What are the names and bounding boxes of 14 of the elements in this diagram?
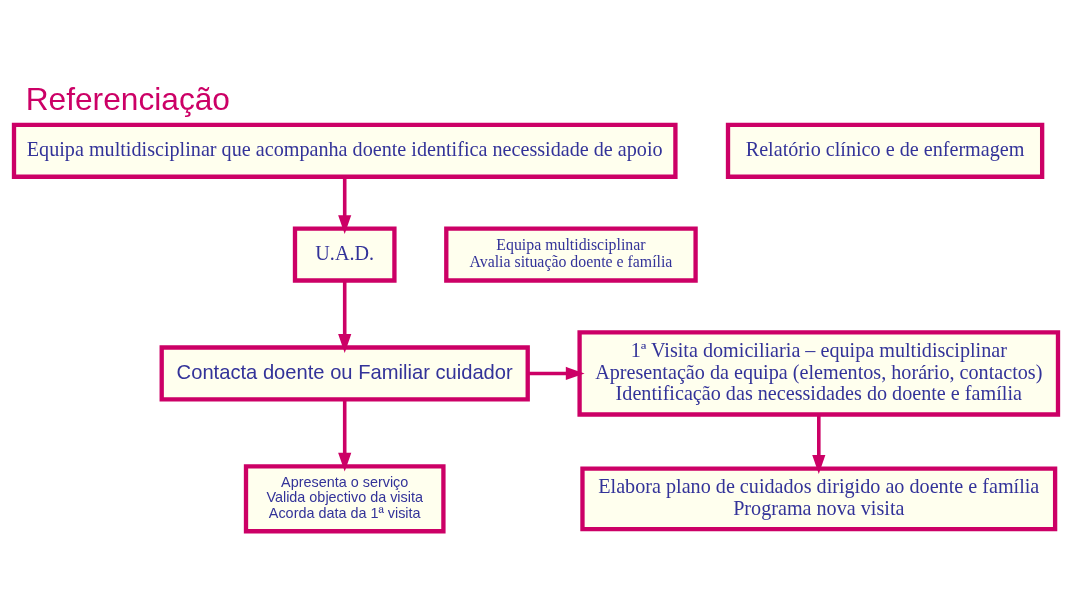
node-box: Contacta doente ou Familiar cuidador — [159, 345, 530, 402]
node-box: Relatório clínico e de enfermagem — [725, 122, 1045, 179]
arrow — [812, 415, 826, 474]
diagram-title: Referenciação — [25, 80, 231, 117]
arrow — [528, 366, 585, 380]
arrow — [338, 280, 352, 353]
node-box: 1ª Visita domiciliaria – equipa multidisciplinar Apresentação da equipa (elementos, horário, contactos) Identificação das necessidades do doente e família — [577, 330, 1061, 417]
node-box: U.A.D. — [292, 226, 397, 283]
arrow — [338, 399, 352, 472]
node-box: Equipa multidisciplinar que acompanha doente identifica necessidade de apoio — [11, 122, 678, 179]
arrow — [338, 177, 352, 234]
node-box: Equipa multidisciplinar Avalia situação doente e família — [444, 226, 698, 283]
node-box: Apresenta o serviço Valida objectivo da visita Acorda data da 1ª visita — [243, 464, 446, 534]
node-box: Elabora plano de cuidados dirigido ao doente e família Programa nova visita — [580, 466, 1058, 532]
